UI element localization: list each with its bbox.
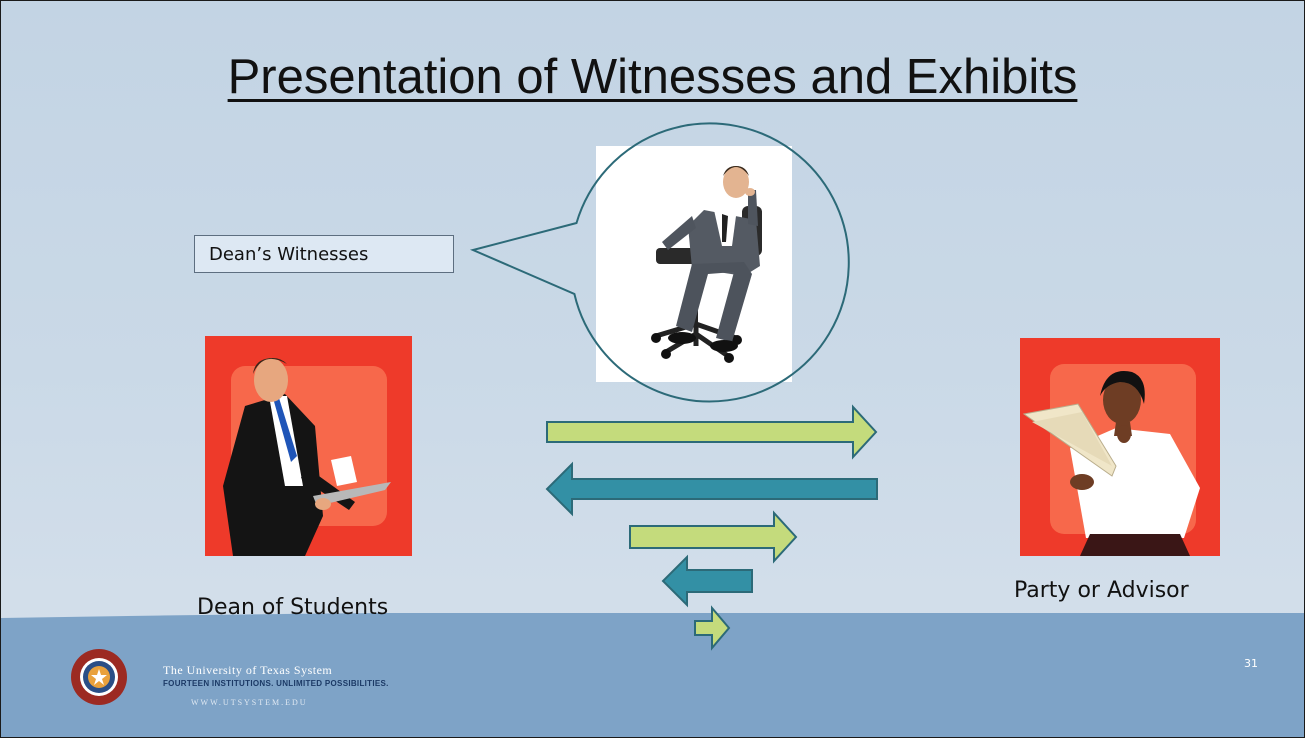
footer-branding: The University of Texas System FOURTEEN … [163,663,389,707]
ut-system-seal [71,649,127,705]
page-number: 31 [1244,657,1258,670]
footer-band [1,613,1304,737]
arrow-right-3 [694,605,731,651]
arrow-left-2 [661,554,753,608]
party-or-advisor-caption: Party or Advisor [1014,578,1189,603]
slide-title: Presentation of Witnesses and Exhibits [227,50,1078,104]
institution-website: WWW.UTSYSTEM.EDU [191,698,308,707]
party-or-advisor-clipart [1020,338,1220,556]
institution-tagline: FOURTEEN INSTITUTIONS. UNLIMITED POSSIBI… [163,679,389,688]
institution-name: The University of Texas System [163,663,333,677]
dean-of-students-clipart [205,336,412,556]
dean-of-students-caption: Dean of Students [197,595,389,620]
arrow-right-1 [546,404,878,460]
deans-witnesses-label: Dean’s Witnesses [194,235,454,273]
arrow-left-1 [545,461,878,517]
arrow-right-2 [629,510,798,564]
